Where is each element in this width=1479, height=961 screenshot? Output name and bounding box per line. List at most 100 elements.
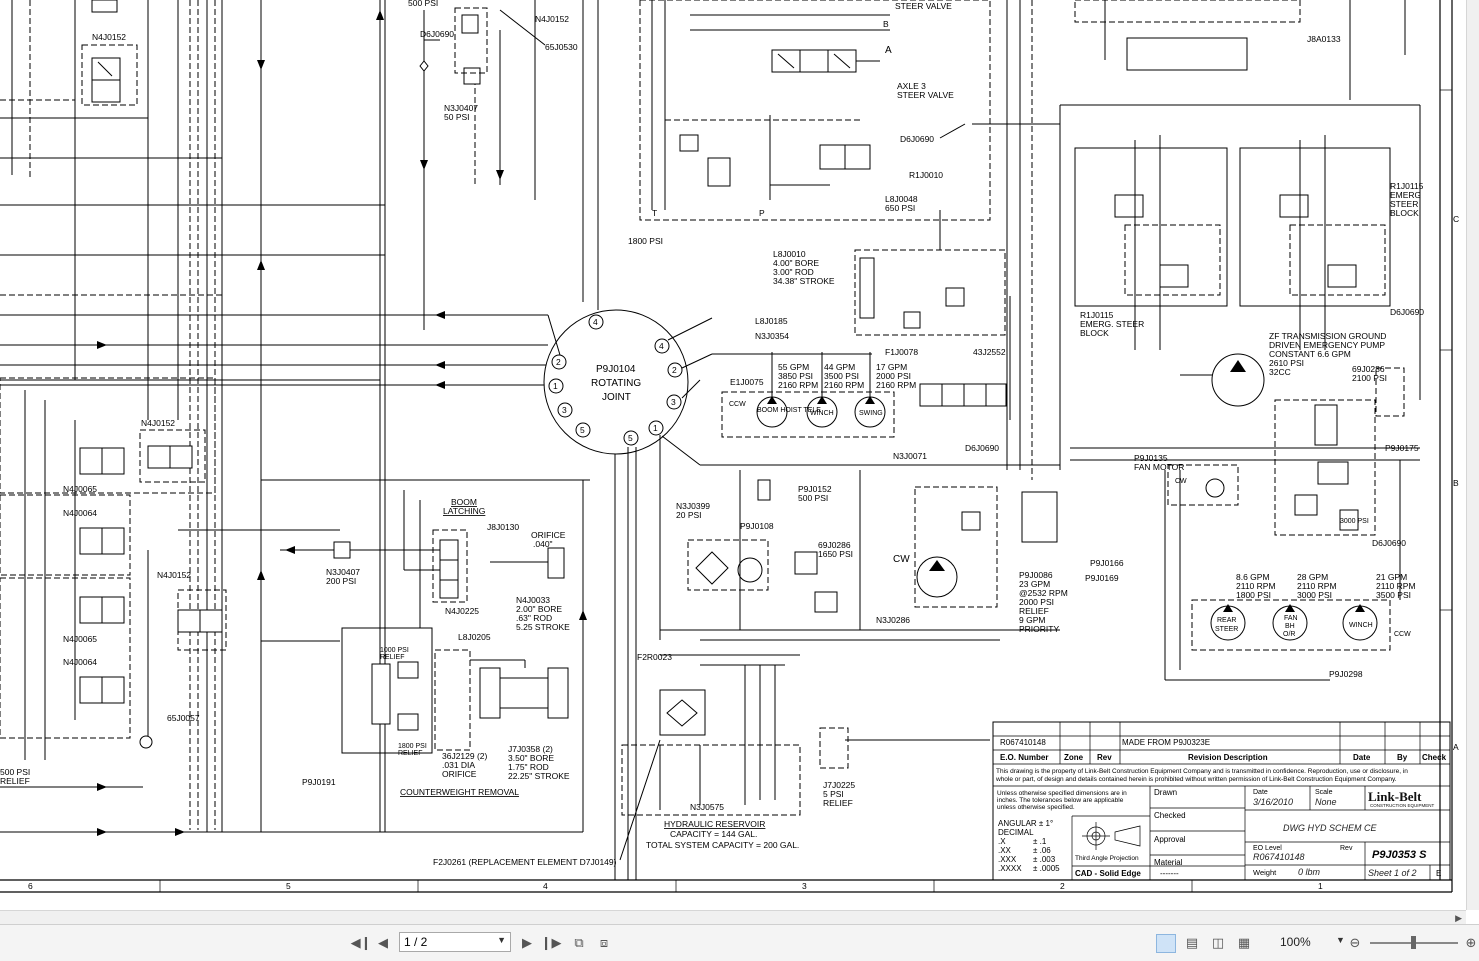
rj-port: 2 [672,365,677,375]
zone-label-2: 2 [1060,881,1065,891]
label-500psi-left: 500 PSI [0,767,30,777]
label-zf-3: CONSTANT 6.6 GPM [1269,349,1351,359]
left-valve-stack: N4J0152 N4J0065 N4J0064 N4J0152 N4J0065 … [0,377,340,786]
page-selector[interactable]: 1 / 2 ▼ [399,932,511,952]
label-j7j0358-rod: 1.75" ROD [508,762,549,772]
tb-angular: ANGULAR ± 1° [998,819,1053,828]
tb-tol-x-val: ± .1 [1033,837,1047,846]
tb-checked: Checked [1154,811,1186,820]
tb-tol-xx-val: ± .06 [1033,846,1051,855]
label-r1j0115-b-2: EMERG [1390,190,1421,200]
label-port-p: P [759,208,765,218]
zone-label-b: B [1453,478,1459,488]
label-rear-steer-2: STEER [1215,626,1238,633]
brand-logo: Link-Belt [1368,789,1422,804]
label-r1j0115-b-3: STEER [1390,199,1418,209]
rj-port: 1 [653,423,658,433]
label-20psi: 20 PSI [676,510,702,520]
continuous-view-icon[interactable]: ▤ [1185,935,1199,951]
single-page-view-icon[interactable] [1156,934,1176,953]
zoom-in-icon[interactable]: ⊕ [1465,935,1477,951]
label-orifice-size: .040" [533,539,553,549]
label-rear-steer: REAR [1217,617,1236,624]
label-r1j0010: R1J0010 [909,170,943,180]
rotate-page-icon[interactable]: ⧈ [599,935,609,951]
boom-latching: BOOM LATCHING J8J0130 ORIFICE .040" N3J0… [326,497,570,632]
facing-view-icon[interactable]: ◫ [1211,935,1225,951]
first-page-icon[interactable]: ◀❙ [350,935,372,951]
label-36j2129-orifice: ORIFICE [442,769,477,779]
label-zf-5: 32CC [1269,367,1291,377]
zoom-out-icon[interactable]: ⊖ [1349,935,1361,951]
facing-continuous-view-icon[interactable]: ▦ [1237,935,1251,951]
tb-rev-label: Rev [1340,845,1353,852]
zoom-level[interactable]: 100% [1280,935,1311,949]
rj-port: 4 [659,341,664,351]
label-cw-fan: CW [1175,478,1187,485]
label-r1j0115-a-2: EMERG. STEER [1080,319,1144,329]
rj-port: 5 [628,433,633,443]
tb-scale-label: Scale [1315,789,1333,796]
brand-logo-sub: CONSTRUCTION EQUIPMENT [1370,803,1435,808]
label-pump3-rpm: 2160 RPM [876,380,916,390]
viewer-toolbar: ◀❙ ◀ 1 / 2 ▼ ▶ ❙▶ ⧉ ⧈ ▤ ◫ ▦ 100% ▼ ⊖ ⊕ [0,924,1479,961]
tb-tol-2: inches. The tolerances below are applica… [997,797,1124,804]
label-n4j0152-top2: N4J0152 [535,14,569,24]
zone-label-c: C [1453,214,1459,224]
label-p9j0086-priority: PRIORITY [1019,624,1059,634]
zone-label-a: A [1453,742,1459,752]
label-d6j0690-a: D6J0690 [420,29,454,39]
label-fan-bh-3: O/R [1283,631,1295,638]
label-f2r0023: F2R0023 [637,652,672,662]
tb-col-check: Check [1422,753,1447,762]
tb-tol-xxxx: .XXXX [998,864,1022,873]
tb-eo-level-label: EO Level [1253,845,1282,852]
label-n4j0033: N4J0033 [516,595,550,605]
rj-port: 5 [580,425,585,435]
tb-col-zone: Zone [1064,753,1084,762]
flow-arrows-left [97,10,587,836]
last-page-icon[interactable]: ❙▶ [540,935,562,951]
label-2100psi: 2100 PSI [1352,373,1387,383]
label-l8j0010: L8J0010 [773,249,806,259]
tb-weight-value: 0 lbm [1298,867,1321,877]
document-viewport[interactable]: 6 5 4 3 2 1 C B A [0,0,1479,910]
label-50psi: 50 PSI [444,112,470,122]
label-reservoir-total: TOTAL SYSTEM CAPACITY = 200 GAL. [646,840,799,850]
label-43j2552: 43J2552 [973,347,1006,357]
vertical-scrollbar[interactable] [1466,0,1479,910]
scroll-right-arrow-icon[interactable]: ▶ [1455,913,1462,923]
top-left-valves: N4J0152 500 PSI N4J0152 D6J0690 65J0530 … [81,0,578,122]
label-n3j0407-b: N3J0407 [326,567,360,577]
rj-port: 4 [593,317,598,327]
label-zf-1: ZF TRANSMISSION GROUND [1269,331,1386,341]
extract-page-icon[interactable]: ⧉ [574,935,584,951]
rear-pumps: REAR STEER FAN BH O/R WINCH CCW 8.6 GPM … [1164,460,1416,681]
label-relief1800-2: RELIEF [398,750,423,757]
horizontal-scrollbar[interactable]: ▶ [0,910,1466,924]
zoom-slider-thumb[interactable] [1411,936,1416,949]
next-page-icon[interactable]: ▶ [522,935,532,951]
label-relief1000-2: RELIEF [380,654,405,661]
title-block: R067410148 MADE FROM P9J0323E E.O. Numbe… [992,721,1451,881]
label-f2j0261: F2J0261 (REPLACEMENT ELEMENT D7J0149) [433,857,617,867]
tb-tol-3: unless otherwise specified. [997,804,1075,811]
label-reservoir-capacity: CAPACITY = 144 GAL. [670,829,757,839]
zone-label-3: 3 [802,881,807,891]
counterweight-removal: 1000 PSI RELIEF 1800 PSI RELIEF L8J0205 … [139,627,570,797]
label-n3j0071: N3J0071 [893,451,927,461]
zoom-dropdown-icon[interactable]: ▼ [1336,935,1345,945]
rj-port: 3 [671,397,676,407]
page-indicator: 1 / 2 [404,935,428,949]
label-relief-left: RELIEF [0,776,30,786]
tb-eo-number: R067410148 [1000,738,1046,747]
previous-page-icon[interactable]: ◀ [378,935,388,951]
label-r1j0115-a-3: BLOCK [1080,328,1109,338]
label-boom-hoist: BOOM HOIST TELE [757,407,821,414]
label-n4j0064-a: N4J0064 [63,508,97,518]
label-winch-rear: WINCH [1349,622,1373,629]
label-p9j0166: P9J0166 [1090,558,1124,568]
label-axle3: AXLE 3 [897,81,926,91]
label-j7j0225: J7J0225 [823,780,855,790]
chevron-down-icon: ▼ [497,935,506,945]
